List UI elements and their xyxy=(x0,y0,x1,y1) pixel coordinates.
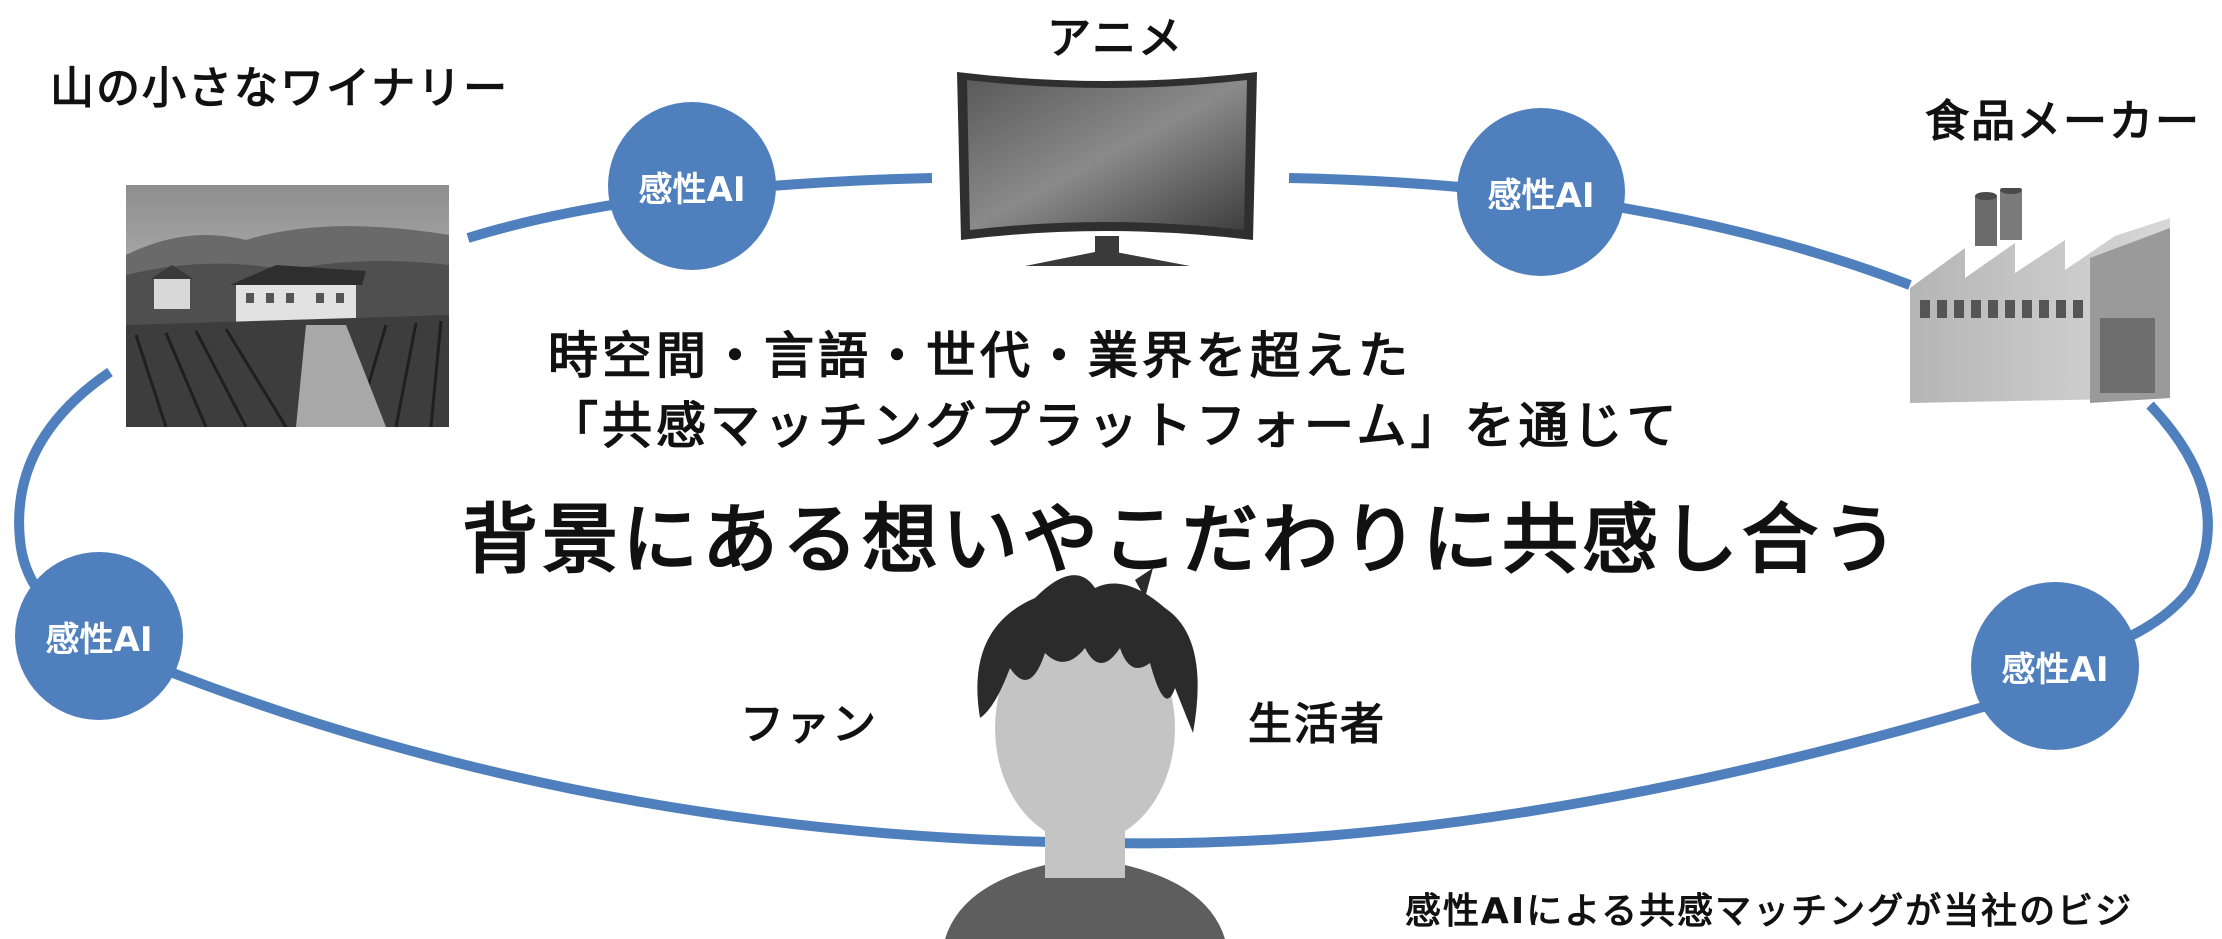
footer-caption: 感性AIによる共感マッチングが当社のビジ xyxy=(1405,891,2134,932)
ai-badge-label: 感性AI xyxy=(1487,175,1595,216)
winery-label: 山の小さなワイナリー xyxy=(50,63,510,114)
anime-label: アニメ xyxy=(1047,13,1185,64)
headline: 背景にある想いやこだわりに共感し合う xyxy=(462,495,1902,584)
winery-photo xyxy=(126,185,449,427)
fan-label: ファン xyxy=(740,699,878,750)
food-maker-label: 食品メーカー xyxy=(1925,96,2201,147)
ai-badge-winery-anime: 感性AI xyxy=(608,102,776,270)
consumer-label: 生活者 xyxy=(1248,699,1386,750)
center-line-1: 時空間・言語・世代・業界を超えた xyxy=(548,327,1412,385)
center-line-2: 「共感マッチングプラットフォーム」を通じて xyxy=(548,397,1681,455)
ai-badge-left: 感性AI xyxy=(15,552,183,720)
ai-badge-anime-food: 感性AI xyxy=(1457,108,1625,276)
tv-monitor-icon xyxy=(957,72,1257,266)
person-silhouette-icon xyxy=(945,568,1225,939)
factory-icon xyxy=(1910,188,2170,403)
ai-badge-label: 感性AI xyxy=(2001,649,2109,690)
ring-segment-anime-food xyxy=(1288,173,1912,290)
ai-badge-right: 感性AI xyxy=(1971,582,2139,750)
ai-badge-label: 感性AI xyxy=(638,169,746,210)
ai-badge-label: 感性AI xyxy=(45,619,153,660)
